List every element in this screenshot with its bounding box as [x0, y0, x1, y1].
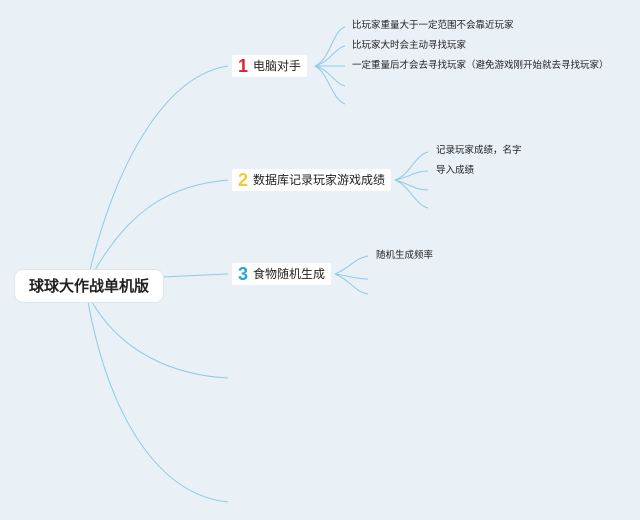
root-label: 球球大作战单机版: [28, 276, 149, 295]
branch-food-generation[interactable]: 3 食物随机生成: [232, 263, 332, 285]
leaf-item[interactable]: 比玩家重量大于一定范围不会靠近玩家: [352, 20, 514, 31]
branch-score-database[interactable]: 2 数据库记录玩家游戏成绩: [232, 169, 392, 191]
branch-number: 3: [238, 264, 249, 284]
branch-label: 数据库记录玩家游戏成绩: [253, 173, 386, 187]
branch-label: 食物随机生成: [253, 267, 326, 281]
leaf-item[interactable]: 记录玩家成绩，名字: [436, 145, 522, 156]
root-node[interactable]: 球球大作战单机版: [15, 270, 163, 302]
leaf-item[interactable]: 一定重量后才会去寻找玩家（避免游戏刚开始就去寻找玩家）: [352, 60, 609, 71]
leaf-item[interactable]: 比玩家大时会主动寻找玩家: [352, 40, 467, 51]
branch-number: 2: [238, 170, 249, 190]
branch-label: 电脑对手: [253, 59, 302, 73]
branch-computer-opponent[interactable]: 1 电脑对手: [232, 55, 308, 77]
branch-number: 1: [238, 56, 249, 76]
leaf-item[interactable]: 随机生成频率: [376, 250, 434, 261]
leaf-item[interactable]: 导入成绩: [436, 165, 475, 176]
